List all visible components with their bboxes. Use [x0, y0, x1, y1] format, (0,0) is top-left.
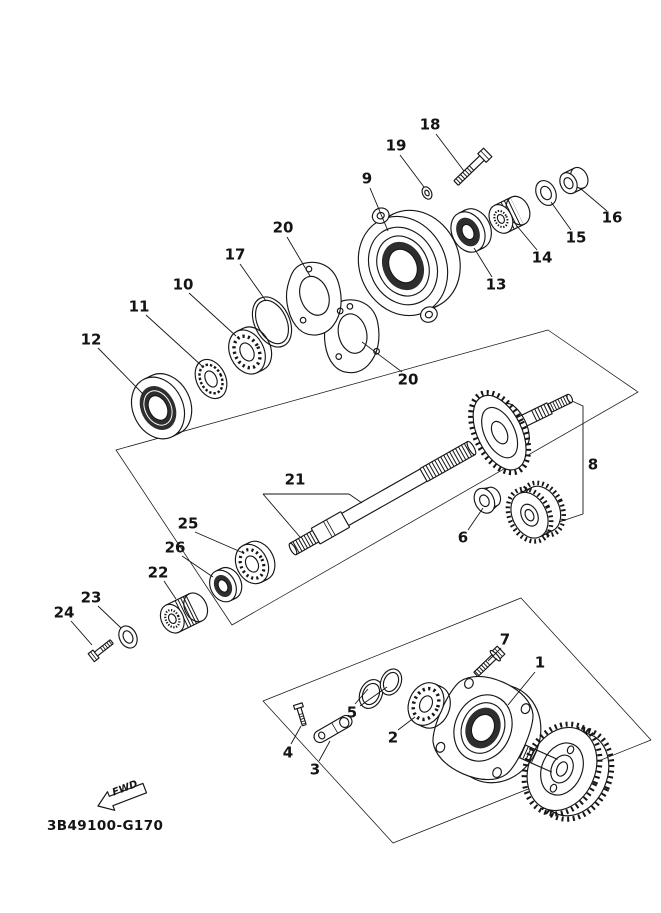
part-5-shim-b	[379, 668, 403, 696]
part-15-washer	[535, 180, 557, 206]
part-label-5: 5	[346, 703, 358, 722]
part-label-23: 23	[80, 588, 102, 607]
part-label-8: 8	[587, 455, 599, 474]
part-label-1: 1	[534, 653, 546, 672]
part-label-11: 11	[128, 297, 150, 316]
part-label-9: 9	[361, 169, 373, 188]
part-label-20-lower: 20	[397, 370, 419, 389]
part-2-bearing	[407, 682, 451, 729]
part-3-stay-plate	[313, 714, 353, 744]
part-16-nut	[559, 166, 589, 195]
part-label-13: 13	[485, 275, 507, 294]
part-label-25: 25	[177, 514, 199, 533]
part-label-24: 24	[53, 603, 75, 622]
part-label-18: 18	[419, 115, 441, 134]
part-14-damper	[488, 195, 531, 234]
part-8-group-bracket	[558, 400, 584, 523]
part-label-14: 14	[531, 248, 553, 267]
part-24-bolt	[87, 639, 114, 663]
part-label-19: 19	[385, 136, 407, 155]
assembly-group-outline	[115, 329, 652, 844]
part-18-bolt	[453, 147, 493, 186]
part-11-toothed-ring	[194, 358, 228, 400]
part-9-bearing-housing-cover	[357, 207, 461, 323]
part-label-12: 12	[80, 330, 102, 349]
leader-lines	[70, 133, 608, 762]
part-label-21: 21	[284, 470, 306, 489]
part-label-6: 6	[457, 528, 469, 547]
part-7-bolt	[473, 645, 506, 678]
part-label-16: 16	[601, 208, 623, 227]
part-label-15: 15	[565, 228, 587, 247]
part-8-driven-gear	[505, 480, 566, 544]
part-label-10: 10	[172, 275, 194, 294]
part-1-bearing-housing	[432, 675, 542, 784]
part-label-4: 4	[282, 743, 294, 762]
part-13-bearing	[450, 208, 492, 253]
part-label-22: 22	[147, 563, 169, 582]
part-label-7: 7	[499, 630, 511, 649]
part-19-washer	[421, 186, 433, 200]
part-label-17: 17	[224, 245, 246, 264]
part-22-splined-coupling	[159, 592, 209, 634]
diagram-code: 3B49100-G170	[47, 818, 164, 834]
part-label-26: 26	[164, 538, 186, 557]
part-12-bearing	[130, 373, 193, 440]
fwd-direction-arrow: FWD	[97, 779, 148, 811]
part-25-bearing	[234, 540, 276, 585]
part-21-leader-bracket	[262, 493, 363, 538]
part-26-seal	[209, 566, 243, 603]
part-6-nut	[473, 486, 502, 514]
part-23-washer	[118, 625, 138, 649]
part-8-drive-pinion	[468, 390, 574, 476]
part-label-20-upper: 20	[272, 218, 294, 237]
part-label-3: 3	[309, 760, 321, 779]
part-label-2: 2	[387, 728, 399, 747]
part-4-screw	[292, 702, 307, 727]
part-10-bearing	[228, 326, 273, 375]
fwd-arrow-shape	[97, 782, 148, 811]
part-21-drive-shaft	[288, 440, 477, 556]
part-17-o-ring	[251, 296, 293, 348]
part-5-shim-a	[358, 679, 384, 709]
